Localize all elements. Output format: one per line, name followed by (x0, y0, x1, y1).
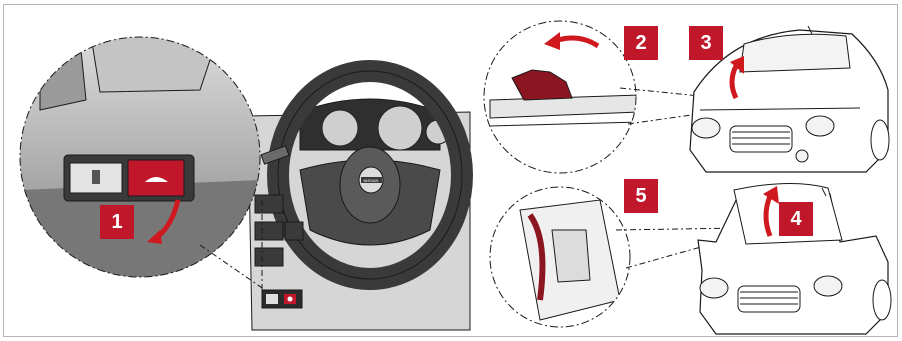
step-badge-1: 1 (100, 205, 134, 239)
dashboard-illustration: NISSAN (248, 71, 470, 330)
fuel-door-release-icon (70, 163, 122, 193)
step-badge-4: 4 (779, 202, 813, 236)
hood-release-icon (128, 160, 184, 196)
step-badge-2: 2 (624, 26, 658, 60)
steering-logo: NISSAN (364, 178, 379, 183)
step-badge-3: 3 (689, 26, 723, 60)
step-badge-5: 5 (624, 179, 658, 213)
